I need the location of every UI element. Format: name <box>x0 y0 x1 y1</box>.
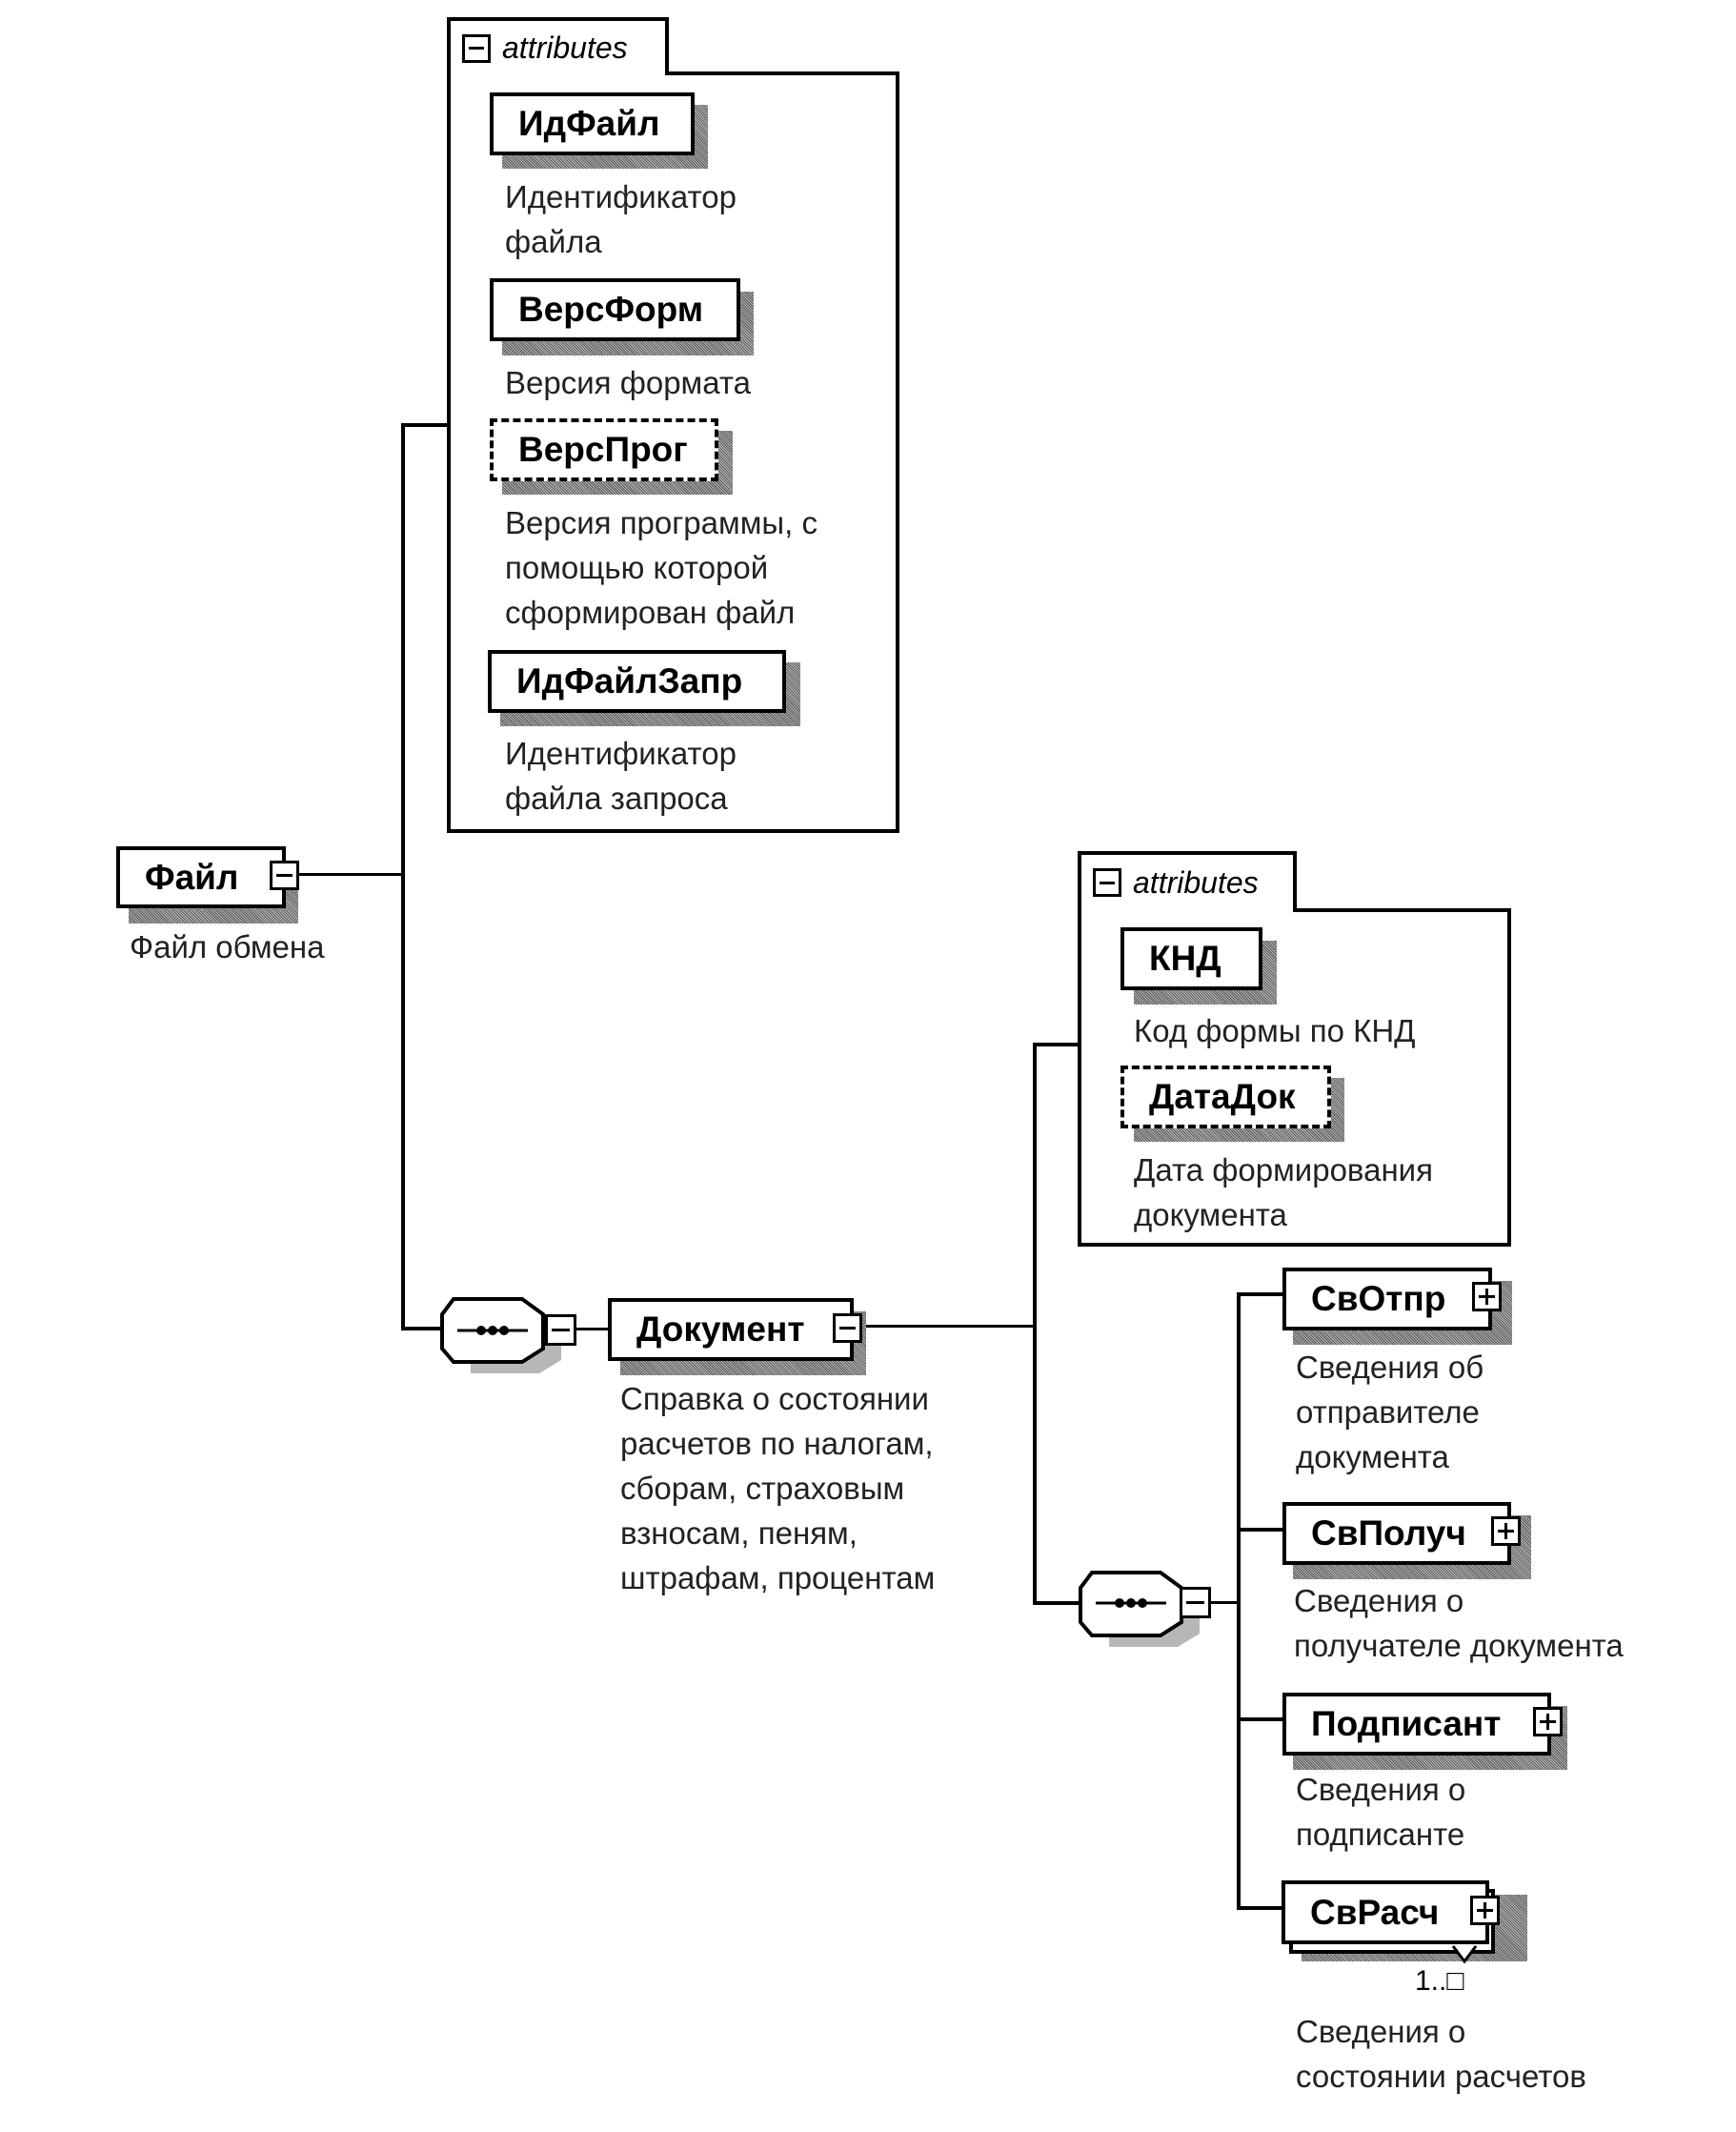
expand-plus-icon[interactable] <box>1491 1516 1521 1546</box>
attribute-description: Версия программы, с помощью которой сфор… <box>505 505 818 630</box>
attributes-tab-label: attributes <box>1133 864 1259 900</box>
connector-children-vertical <box>1237 1292 1241 1910</box>
cardinality-pointer-icon <box>1451 1945 1478 1964</box>
expand-plus-icon[interactable] <box>1470 1896 1500 1925</box>
root-attributes-tab[interactable]: attributes <box>447 17 669 75</box>
connector-child-4 <box>1237 1906 1284 1910</box>
child-element-description: Сведения о получателе документа <box>1294 1583 1624 1663</box>
attribute-node-knd[interactable]: КНД <box>1120 927 1262 990</box>
attributes-tab-label: attributes <box>502 30 628 65</box>
child-element-name: СвПолуч <box>1311 1513 1466 1553</box>
attribute-description: Идентификатор файла запроса <box>505 736 737 816</box>
child-element-description: Сведения об отправителе документа <box>1296 1350 1484 1474</box>
sequence-compositor[interactable] <box>438 1291 581 1377</box>
attribute-description: Версия формата <box>505 365 751 400</box>
attribute-node-datadok-optional[interactable]: ДатаДок <box>1120 1066 1331 1128</box>
sequence-dot <box>488 1326 497 1335</box>
collapse-minus-icon[interactable] <box>462 33 491 63</box>
attribute-description: Код формы по КНД <box>1134 1013 1416 1048</box>
expand-plus-icon[interactable] <box>1472 1282 1502 1311</box>
cardinality-label: 1..□ <box>1415 1965 1464 1997</box>
root-element-description: Файл обмена <box>130 929 325 964</box>
collapse-minus-icon[interactable] <box>1093 868 1121 897</box>
collapse-minus-icon[interactable] <box>833 1313 862 1343</box>
document-attributes-tab[interactable]: attributes <box>1078 851 1297 910</box>
connector-branch-to-attributes <box>1033 1043 1080 1046</box>
attribute-name: ВерсФорм <box>518 290 704 329</box>
child-element-svrasch[interactable]: СвРасч <box>1282 1880 1489 1944</box>
attribute-name: ВерсПрог <box>518 430 688 469</box>
collapse-minus-icon[interactable] <box>1180 1587 1211 1618</box>
connector-child-1 <box>1237 1292 1284 1296</box>
attribute-name: ИдФайлЗапр <box>516 661 743 701</box>
document-element-description: Справка о состоянии расчетов по налогам,… <box>620 1381 936 1595</box>
sequence-dot <box>476 1326 486 1335</box>
connector-trunk-to-sequence <box>401 1327 443 1330</box>
connector-trunk-to-attributes <box>401 423 449 427</box>
root-element-node[interactable]: Файл <box>116 846 286 908</box>
connector-document-to-branch <box>854 1325 1037 1328</box>
child-element-svpoluch[interactable]: СвПолуч <box>1282 1502 1511 1565</box>
sequence-dot <box>499 1326 509 1335</box>
child-element-name: СвРасч <box>1310 1892 1440 1932</box>
document-element-name: Документ <box>636 1310 805 1349</box>
root-element-name: Файл <box>145 857 239 897</box>
document-element-node[interactable]: Документ <box>608 1298 854 1361</box>
attribute-node-idfilezapr[interactable]: ИдФайлЗапр <box>488 650 786 713</box>
expand-plus-icon[interactable] <box>1533 1707 1563 1736</box>
sequence-dot <box>1115 1598 1124 1608</box>
child-element-description: Сведения о подписанте <box>1296 1772 1466 1852</box>
attribute-node-idfile[interactable]: ИдФайл <box>490 92 695 155</box>
connector-trunk-vertical <box>401 423 405 1330</box>
attribute-name: КНД <box>1149 939 1221 978</box>
attribute-node-versform[interactable]: ВерсФорм <box>490 278 740 341</box>
connector-sequence2-to-children <box>1210 1601 1241 1604</box>
child-element-name: Подписант <box>1311 1704 1502 1743</box>
connector-sequence-to-document <box>575 1328 610 1330</box>
connector-root-to-trunk <box>288 873 405 876</box>
connector-child-3 <box>1237 1717 1284 1721</box>
collapse-minus-icon[interactable] <box>270 861 299 890</box>
attribute-node-versprog-optional[interactable]: ВерсПрог <box>490 418 718 481</box>
connector-branch-vertical <box>1033 1043 1037 1605</box>
attribute-description: Дата формирования документа <box>1134 1152 1433 1232</box>
child-element-description: Сведения о состоянии расчетов <box>1296 2014 1586 2094</box>
sequence-dot <box>1126 1598 1136 1608</box>
sequence-compositor[interactable] <box>1077 1565 1220 1651</box>
attribute-name: ИдФайл <box>518 104 660 143</box>
attribute-name: ДатаДок <box>1149 1077 1296 1116</box>
child-element-svotpr[interactable]: СвОтпр <box>1282 1268 1492 1330</box>
sequence-dot <box>1138 1598 1147 1608</box>
child-element-podpisant[interactable]: Подписант <box>1282 1693 1551 1756</box>
collapse-minus-icon[interactable] <box>545 1314 576 1346</box>
attribute-description: Идентификатор файла <box>505 179 737 259</box>
connector-branch-to-sequence <box>1033 1601 1081 1605</box>
child-element-name: СвОтпр <box>1311 1279 1446 1318</box>
connector-child-2 <box>1237 1528 1284 1532</box>
